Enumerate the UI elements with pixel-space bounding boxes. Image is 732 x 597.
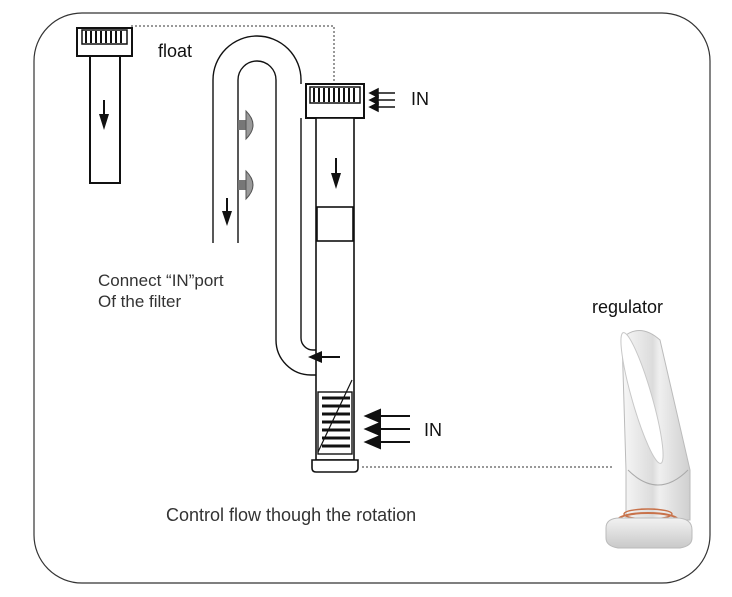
u-tube <box>212 35 317 376</box>
float-assembly <box>76 27 133 184</box>
connect-in-port-label: Connect “IN”port <box>98 271 224 290</box>
of-the-filter-label: Of the filter <box>98 292 182 311</box>
arrow-down-icon <box>331 158 341 189</box>
float-label: float <box>158 41 193 61</box>
float-tube <box>89 55 121 184</box>
top-inlet-cap <box>305 83 365 119</box>
strainer <box>317 379 353 455</box>
float-connector-dotted-line <box>131 25 335 84</box>
caption-text: Control flow though the rotation <box>166 505 417 525</box>
suction-cup-icon <box>238 169 254 201</box>
regulator-part <box>605 330 693 549</box>
tube-outer-wall <box>212 35 302 243</box>
tube-inner-bend <box>300 118 317 351</box>
tube-inner-wall <box>237 60 317 376</box>
intake-tube <box>311 117 359 473</box>
suction-cup-icon <box>238 109 254 141</box>
regulator-label: regulator <box>592 297 664 317</box>
arrow-down-icon <box>99 100 109 130</box>
triple-arrow-left-icon <box>368 87 395 113</box>
strainer-foot <box>311 459 359 473</box>
tube-coupling <box>316 206 354 242</box>
diagram-frame <box>33 12 711 584</box>
arrow-down-icon <box>222 198 232 226</box>
regulator-base <box>605 517 693 549</box>
triple-arrow-left-icon <box>363 408 410 450</box>
in-label-bottom: IN <box>424 420 442 440</box>
in-label-top: IN <box>411 89 429 109</box>
arrow-left-icon <box>308 351 340 363</box>
